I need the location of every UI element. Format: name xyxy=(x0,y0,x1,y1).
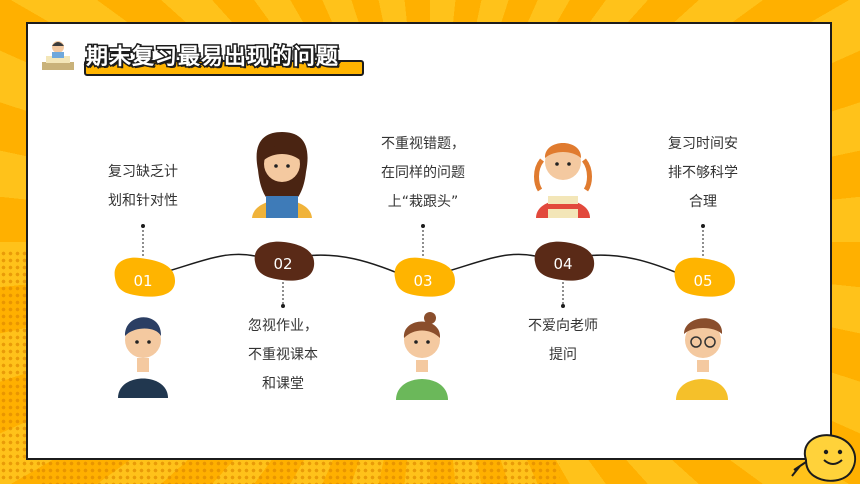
step-blob-03 xyxy=(394,257,456,297)
girl-avatar-icon xyxy=(252,132,312,218)
title-highlight-bar xyxy=(84,60,364,76)
glasses-boy-avatar-icon xyxy=(676,318,728,400)
problem-text-04: 不爱向老师 提问 xyxy=(528,318,598,363)
step-blob-02 xyxy=(254,241,315,281)
green-girl-avatar-icon xyxy=(396,312,448,400)
dot-pattern-bottom xyxy=(40,460,560,484)
connector-line xyxy=(304,254,396,273)
student-desk-icon xyxy=(42,41,74,70)
page-title: 期末复习最易出现的问题 xyxy=(84,44,340,72)
connector-line xyxy=(584,254,676,273)
smiley-mascot-icon xyxy=(791,434,857,482)
problem-text-02: 忽视作业， 不重视课本 和课堂 xyxy=(248,318,318,392)
step-number-02: 02 xyxy=(273,255,292,273)
step-blob-04 xyxy=(534,241,595,281)
step-blob-05 xyxy=(674,257,736,297)
step-number-05: 05 xyxy=(693,272,712,290)
problem-text-05: 复习时间安 排不够科学 合理 xyxy=(668,136,738,210)
step-number-01: 01 xyxy=(133,272,152,290)
title-row: 期末复习最易出现的问题 xyxy=(40,38,340,72)
connector-line xyxy=(444,253,536,273)
step-number-04: 04 xyxy=(553,255,572,273)
step-blob-01 xyxy=(114,257,176,297)
boy-avatar-icon xyxy=(118,317,168,398)
redhead-girl-avatar-icon xyxy=(534,143,592,218)
connector-line xyxy=(164,253,256,273)
problem-text-01: 复习缺乏计 划和针对性 xyxy=(108,164,178,209)
problem-text-03: 不重视错题， 在同样的问题 上“栽跟头” xyxy=(381,136,465,210)
step-number-03: 03 xyxy=(413,272,432,290)
